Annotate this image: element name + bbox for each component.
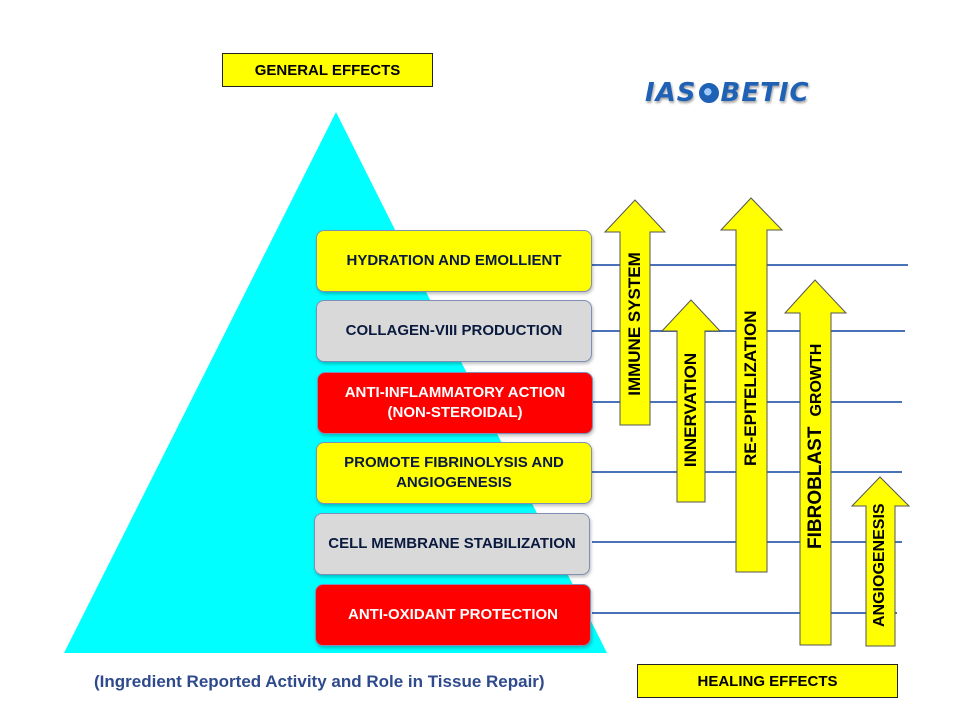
arrow-innervation: [660, 299, 722, 503]
logo-ring-icon: [698, 83, 719, 103]
logo-text-left: IAS: [645, 78, 697, 108]
arrow-label-fibroblast-growth: FIBROBLAST GROWTH: [801, 344, 829, 549]
effect-box-collagen: COLLAGEN-VIII PRODUCTION: [316, 300, 592, 362]
effect-box-membrane: CELL MEMBRANE STABILIZATION: [314, 513, 590, 575]
arrow-fibroblast-growth: [783, 279, 848, 646]
effect-box-anti-oxidant: ANTI-OXIDANT PROTECTION: [315, 584, 591, 646]
arrow-re-epitelization: [719, 197, 784, 573]
arrow-label-angiogenesis: ANGIOGENESIS: [871, 503, 888, 627]
arrow-label-re-epitelization: RE-EPITELIZATION: [741, 310, 760, 466]
arrow-immune-system: [603, 199, 667, 426]
arrow-label-growth: GROWTH: [808, 343, 825, 417]
iasobetic-logo: IAS BETIC: [645, 75, 810, 111]
effect-box-hydration: HYDRATION AND EMOLLIENT: [316, 230, 592, 292]
diagram-caption: (Ingredient Reported Activity and Role i…: [94, 672, 545, 691]
arrow-label-fibroblast: FIBROBLAST: [805, 426, 826, 549]
healing-effects-label: HEALING EFFECTS: [637, 664, 898, 698]
arrow-angiogenesis: [850, 476, 911, 647]
effect-box-fibrinolysis: PROMOTE FIBRINOLYSIS AND ANGIOGENESIS: [316, 442, 592, 504]
effect-box-anti-inflammatory: ANTI-INFLAMMATORY ACTION (NON-STEROIDAL): [317, 372, 593, 434]
general-effects-label: GENERAL EFFECTS: [222, 53, 433, 87]
arrow-label-immune-system: IMMUNE SYSTEM: [625, 252, 644, 396]
arrow-label-innervation: INNERVATION: [681, 352, 700, 468]
logo-text-right: BETIC: [720, 78, 810, 108]
